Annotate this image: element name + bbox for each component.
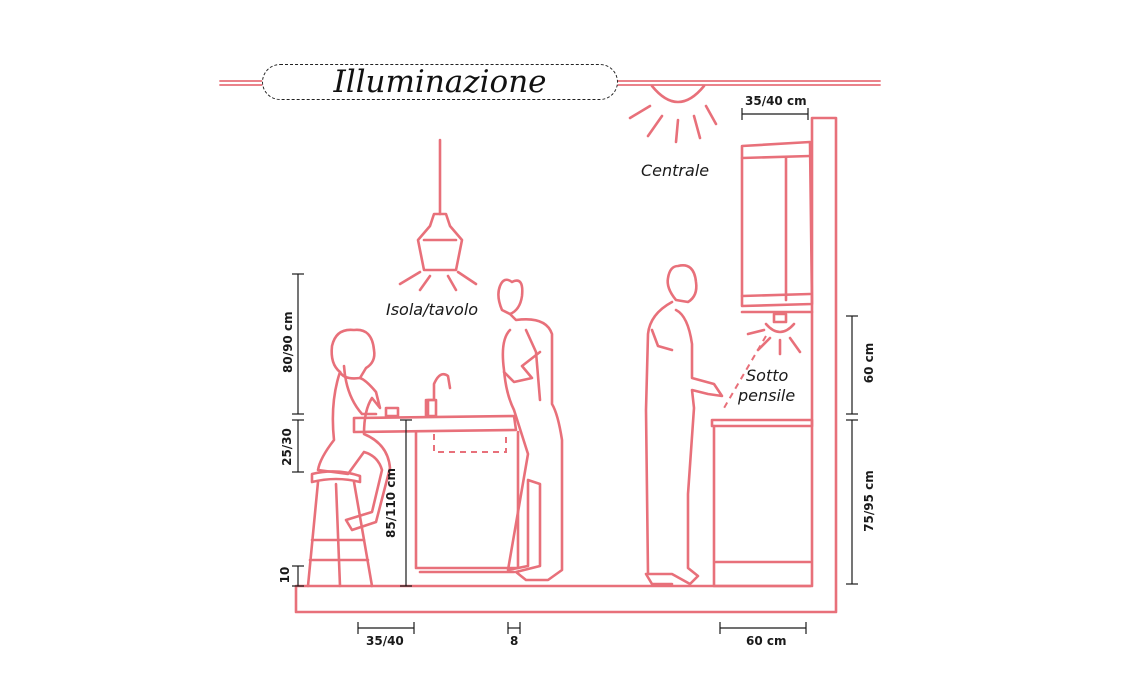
dim-pendant-height: 80/90 cm [281,311,295,373]
dimension-lines [292,108,858,634]
island-light-label: Isola/tavolo [386,300,479,319]
dim-table-to-seat: 25/30 [280,428,294,466]
under-cabinet-label-line1: Sotto [746,366,789,385]
section-title: Illuminazione [262,64,618,100]
dim-overhang: 8 [510,634,519,648]
island [352,372,520,574]
dim-worktop-height: 75/95 cm [862,470,876,532]
dim-worktop-to-cabinet: 60 cm [862,342,876,384]
dim-cabinet-depth: 35/40 cm [745,94,807,108]
dim-base-depth: 60 cm [746,634,787,648]
dim-stool-depth: 35/40 [366,634,404,648]
central-light-label: Centrale [641,161,710,180]
seated-woman [316,328,392,532]
under-cabinet-light [723,312,802,409]
man-at-worktop [644,264,724,586]
bar-stool [306,470,374,588]
under-cabinet-label-line2: pensile [738,386,796,405]
wall-and-floor [294,116,838,614]
ceiling-line [219,80,881,86]
base-cabinet [710,418,814,588]
wall-cabinet [740,140,814,314]
man-at-island [497,278,564,582]
pendant-lamp [398,138,478,292]
dim-seat-height: 85/110 cm [384,468,398,538]
dim-footrest: 10 [278,566,292,584]
central-ceiling-lamp [628,84,718,144]
